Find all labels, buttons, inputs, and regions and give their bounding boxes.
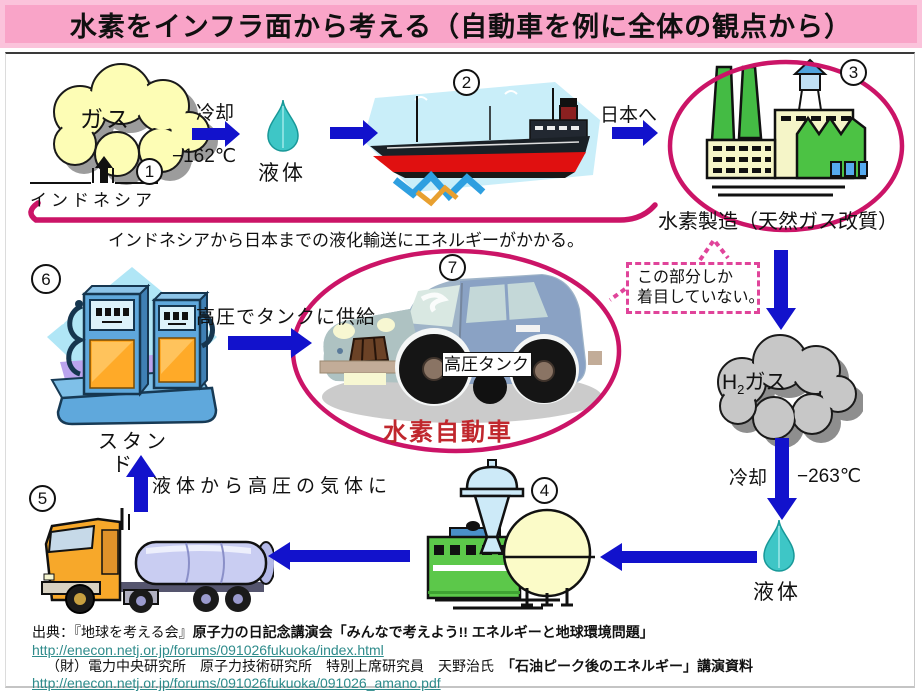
citation2-author: （財）電力中央研究所 原子力技術研究所 特別上席研究員 天野治氏 bbox=[46, 658, 508, 674]
slide-title-bar: 水素をインフラ面から考える（自動車を例に全体の観点から） bbox=[0, 0, 922, 48]
tanker-ship-illustration bbox=[355, 80, 605, 207]
indonesia-label: インドネシア bbox=[30, 191, 156, 210]
liquid2-label: 液体 bbox=[753, 581, 801, 604]
focus-callout-line2: 着目していない。 bbox=[637, 289, 765, 306]
citation1-title: 原子力の日記念講演会「みんなで考えよう!! エネルギーと地球環境問題」 bbox=[192, 624, 654, 640]
h2-cloud-illustration bbox=[698, 322, 865, 448]
gas-well-up-arrow bbox=[95, 156, 113, 183]
h2-subscript: 2 bbox=[737, 382, 745, 398]
citation1-prefix: 出典：『地球を考える会』 bbox=[32, 624, 193, 640]
stand-label-line1: スタン bbox=[98, 431, 170, 453]
h2-gas-label: H2ガス bbox=[722, 366, 786, 397]
focus-callout: この部分しか 着目していない。 bbox=[626, 262, 765, 314]
cooling2-temperature: −263℃ bbox=[797, 466, 862, 487]
step-number-7: 7 bbox=[439, 254, 466, 281]
citation2-title: 「石油ピーク後のエネルギー」講演資料 bbox=[508, 658, 753, 674]
citation-link-1[interactable]: http://enecon.netj.or.jp/forums/091026fu… bbox=[32, 642, 384, 658]
to-japan-label: 日本へ bbox=[600, 105, 658, 126]
stand-label-line2: ド bbox=[112, 454, 132, 476]
citation-line-1: 出典：『地球を考える会』原子力の日記念講演会「みんなで考えよう!! エネルギーと… bbox=[32, 624, 654, 640]
focus-callout-line1: この部分しか bbox=[637, 269, 734, 286]
tank-truck-illustration bbox=[36, 502, 276, 617]
h2-base-text: H bbox=[722, 371, 738, 394]
cooling1-temperature: −162℃ bbox=[172, 146, 237, 167]
step-number-4: 4 bbox=[531, 477, 558, 504]
h2-gas-text: ガス bbox=[744, 371, 787, 394]
step-number-5: 5 bbox=[29, 485, 56, 512]
gasify-label: 液体から高圧の気体に bbox=[152, 476, 393, 497]
citation-link-2[interactable]: http://enecon.netj.or.jp/forums/091026fu… bbox=[32, 675, 441, 691]
high-pressure-tank-label: 高圧タンク bbox=[442, 352, 532, 377]
liquid-droplet-icon bbox=[762, 518, 796, 572]
liquid1-label: 液体 bbox=[258, 162, 306, 185]
gas-cloud-label: ガス bbox=[80, 106, 132, 132]
step-number-3: 3 bbox=[840, 59, 867, 86]
fuel-pumps-illustration bbox=[32, 262, 222, 442]
hydrogen-car-illustration bbox=[310, 265, 605, 433]
step-number-6: 6 bbox=[31, 264, 61, 294]
tank-plant-illustration bbox=[423, 453, 598, 611]
liquid-droplet-icon bbox=[266, 98, 300, 152]
citation-link-1-row: http://enecon.netj.or.jp/forums/091026fu… bbox=[32, 642, 384, 658]
citation-link-2-row: http://enecon.netj.or.jp/forums/091026fu… bbox=[32, 675, 441, 691]
cooling1-label: 冷却 bbox=[196, 103, 235, 124]
step-number-1: 1 bbox=[136, 158, 163, 185]
hydrogen-production-caption: 水素製造（天然ガス改質） bbox=[658, 211, 898, 233]
hydrogen-car-caption: 水素自動車 bbox=[383, 419, 513, 446]
step-number-2: 2 bbox=[453, 69, 480, 96]
supply-label: 高圧でタンクに供給 bbox=[196, 307, 377, 328]
transport-energy-note: インドネシアから日本までの液化輸送にエネルギーがかかる。 bbox=[108, 231, 584, 250]
citation-line-2: （財）電力中央研究所 原子力技術研究所 特別上席研究員 天野治氏 「石油ピーク後… bbox=[46, 658, 753, 674]
page-title: 水素をインフラ面から考える（自動車を例に全体の観点から） bbox=[69, 11, 853, 42]
cooling2-label: 冷却 bbox=[729, 468, 768, 489]
slide-content-frame bbox=[5, 52, 915, 688]
